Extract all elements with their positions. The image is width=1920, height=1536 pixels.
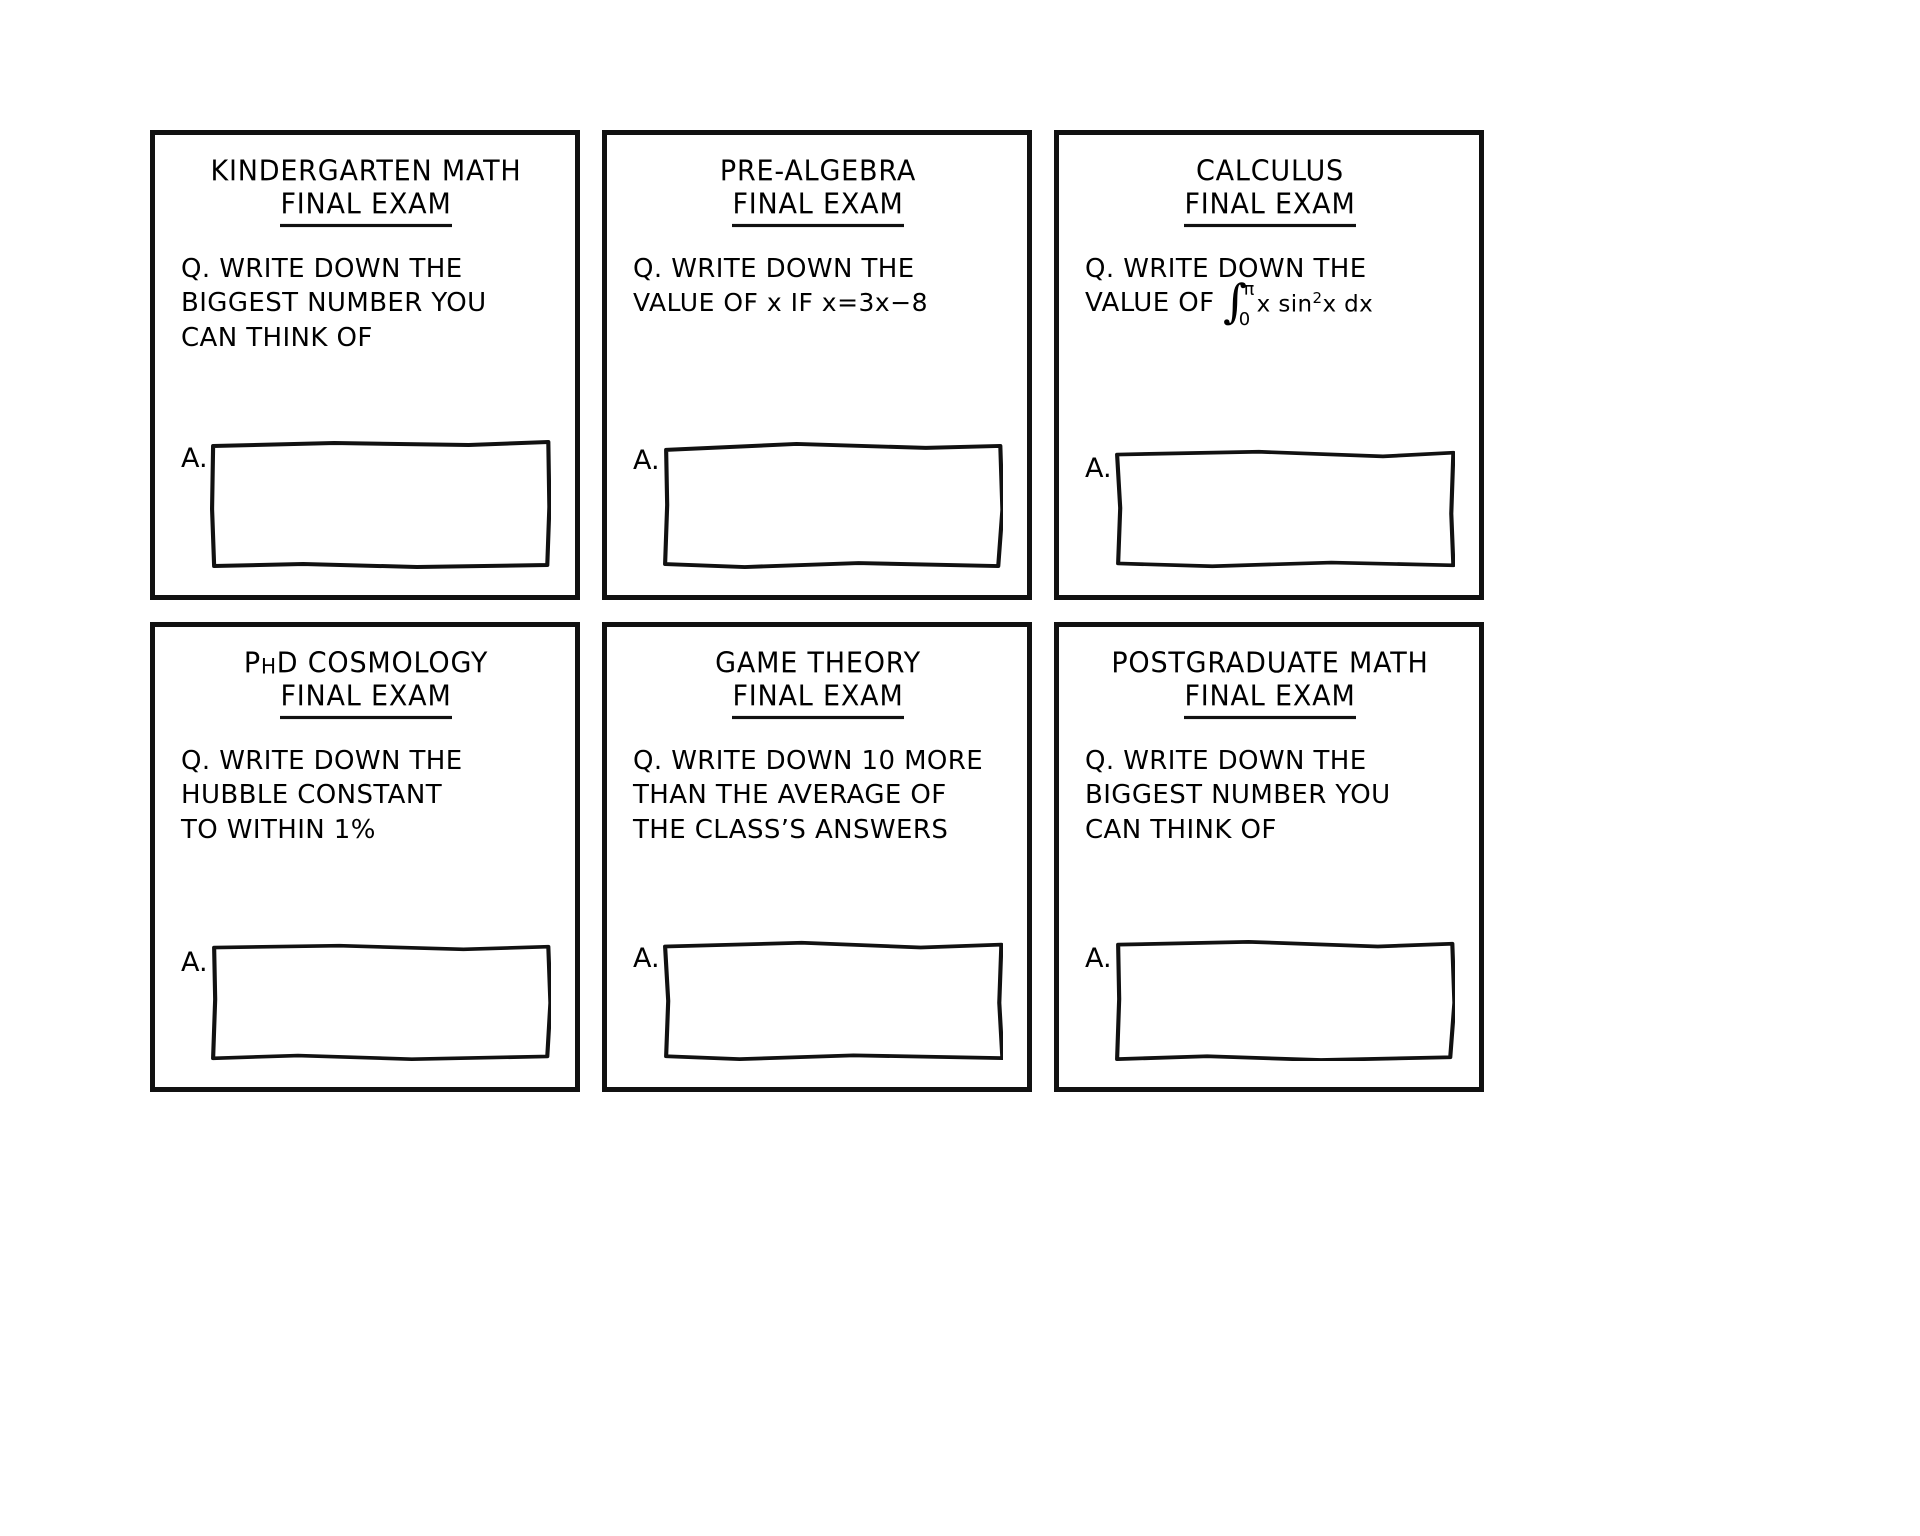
question-line: CAN THINK OF (181, 323, 373, 354)
answer-box-outline (210, 943, 551, 1061)
comic-panel-calculus: CALCULUS FINAL EXAM Q. WRITE DOWN THE VA… (1054, 130, 1484, 600)
question-text: Q. WRITE DOWN THE VALUE OF ∫π0x sin2x dx (1085, 252, 1455, 331)
answer-input-box[interactable] (662, 441, 1003, 569)
panel-heading: CALCULUS FINAL EXAM (1085, 155, 1455, 227)
answer-label: A. (1085, 453, 1112, 484)
comic-panel-kindergarten: KINDERGARTEN MATH FINAL EXAM Q. WRITE DO… (150, 130, 580, 600)
question-line: Q. WRITE DOWN THE (1085, 253, 1367, 284)
title-small-letter: H (260, 653, 277, 679)
panel-heading: PRE-ALGEBRA FINAL EXAM (633, 155, 1003, 227)
panel-title-line-1: GAME THEORY (715, 647, 921, 680)
panel-heading: KINDERGARTEN MATH FINAL EXAM (181, 155, 551, 227)
question-line: CAN THINK OF (1085, 815, 1277, 846)
comic-panel-game-theory: GAME THEORY FINAL EXAM Q. WRITE DOWN 10 … (602, 622, 1032, 1092)
comic-panel-phd-cosmology: PHD COSMOLOGY FINAL EXAM Q. WRITE DOWN T… (150, 622, 580, 1092)
question-line: HUBBLE CONSTANT (181, 780, 442, 811)
panel-title-line-1: CALCULUS (1196, 155, 1344, 188)
panel-title-line-2: FINAL EXAM (280, 680, 452, 719)
answer-box-outline (1114, 939, 1455, 1061)
comic-panel-postgraduate-math: POSTGRADUATE MATH FINAL EXAM Q. WRITE DO… (1054, 622, 1484, 1092)
integrand-prefix: x sin (1256, 291, 1313, 318)
question-line: Q. WRITE DOWN THE (181, 253, 463, 284)
question-line: THE CLASS’S ANSWERS (633, 815, 949, 846)
integral-upper-limit: π (1243, 279, 1255, 301)
integrand-exponent: 2 (1312, 288, 1323, 307)
answer-row: A. (181, 439, 551, 569)
question-line-equation: VALUE OF x IF x=3x−8 (633, 288, 929, 318)
answer-label: A. (633, 943, 660, 974)
panel-title-line-2: FINAL EXAM (732, 680, 904, 719)
question-line: Q. WRITE DOWN 10 MORE (633, 745, 984, 776)
panel-grid: KINDERGARTEN MATH FINAL EXAM Q. WRITE DO… (150, 130, 1785, 1092)
question-line: BIGGEST NUMBER YOU (181, 288, 487, 319)
panel-title-line-2: FINAL EXAM (280, 188, 452, 227)
integrand-suffix: x dx (1322, 291, 1374, 318)
answer-row: A. (181, 943, 551, 1061)
question-line: THAN THE AVERAGE OF (633, 780, 947, 811)
answer-input-box[interactable] (1114, 449, 1455, 569)
question-text: Q. WRITE DOWN THE BIGGEST NUMBER YOU CAN… (181, 252, 551, 356)
question-text: Q. WRITE DOWN THE HUBBLE CONSTANT TO WIT… (181, 744, 551, 848)
answer-label: A. (181, 947, 208, 978)
question-line: TO WITHIN 1% (181, 815, 376, 846)
panel-title-line-2: FINAL EXAM (1184, 188, 1356, 227)
panel-heading: POSTGRADUATE MATH FINAL EXAM (1085, 647, 1455, 719)
panel-title-line-1: POSTGRADUATE MATH (1111, 647, 1429, 680)
question-line: Q. WRITE DOWN THE (1085, 745, 1367, 776)
answer-label: A. (1085, 943, 1112, 974)
answer-box-outline (1114, 449, 1455, 569)
panel-heading: GAME THEORY FINAL EXAM (633, 647, 1003, 719)
integral-expression: ∫π0x sin2x dx (1223, 278, 1387, 330)
answer-box-outline (662, 940, 1003, 1061)
question-text: Q. WRITE DOWN THE BIGGEST NUMBER YOU CAN… (1085, 744, 1455, 848)
panel-title-line-1: PHD COSMOLOGY (181, 647, 551, 681)
answer-box-outline (662, 441, 1003, 569)
panel-title-line-1: KINDERGARTEN MATH (210, 155, 522, 188)
answer-row: A. (1085, 449, 1455, 569)
panel-title-line-2: FINAL EXAM (732, 188, 904, 227)
question-line: BIGGEST NUMBER YOU (1085, 780, 1391, 811)
title-rest: D COSMOLOGY (276, 647, 489, 680)
answer-input-box[interactable] (662, 939, 1003, 1061)
answer-input-box[interactable] (209, 439, 551, 569)
answer-row: A. (1085, 939, 1455, 1061)
integral-lower-limit: 0 (1238, 309, 1251, 331)
question-text: Q. WRITE DOWN THE VALUE OF x IF x=3x−8 (633, 252, 1003, 320)
panel-title-line-2: FINAL EXAM (1184, 680, 1356, 719)
answer-label: A. (633, 445, 660, 476)
question-text: Q. WRITE DOWN 10 MORE THAN THE AVERAGE O… (633, 744, 1003, 848)
answer-input-box[interactable] (210, 943, 551, 1061)
panel-heading: PHD COSMOLOGY FINAL EXAM (181, 647, 551, 719)
title-lead-letter: P (243, 647, 261, 680)
integrand: x sin2x dx (1257, 288, 1374, 320)
question-line-with-integral: VALUE OF ∫π0x sin2x dx (1085, 278, 1455, 330)
answer-row: A. (633, 939, 1003, 1061)
comic-panel-pre-algebra: PRE-ALGEBRA FINAL EXAM Q. WRITE DOWN THE… (602, 130, 1032, 600)
answer-label: A. (181, 443, 208, 474)
answer-input-box[interactable] (1114, 939, 1455, 1061)
panel-title-line-1: PRE-ALGEBRA (719, 155, 917, 188)
question-line: Q. WRITE DOWN THE (633, 253, 915, 284)
question-line-prefix: VALUE OF (1085, 288, 1215, 319)
answer-box-outline (209, 440, 551, 569)
question-line: Q. WRITE DOWN THE (181, 745, 463, 776)
answer-row: A. (633, 441, 1003, 569)
